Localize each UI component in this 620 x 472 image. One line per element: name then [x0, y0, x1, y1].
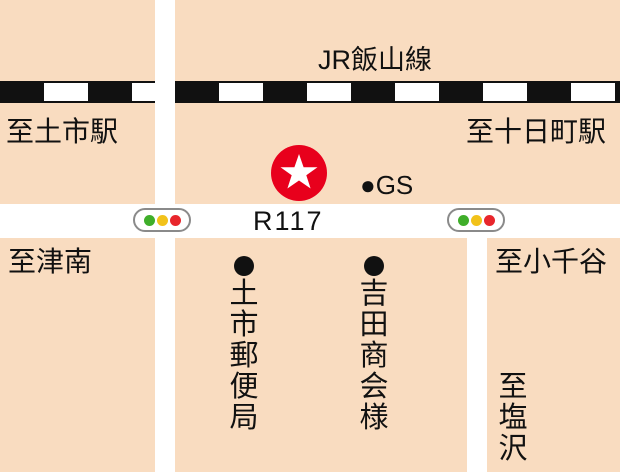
traffic-signal-icon-left	[133, 208, 191, 232]
direction-label-doichi-station: 至土市駅	[6, 116, 119, 147]
land-block-bottom-right	[487, 238, 620, 472]
direction-label-shiozawa: 至塩沢	[498, 371, 528, 465]
post-office-marker-icon	[234, 256, 254, 276]
direction-label-tsunan: 至津南	[8, 246, 93, 277]
gas-station-label: ●GS	[360, 170, 414, 200]
signal-lamp-yellow	[157, 215, 168, 226]
signal-lamp-green	[144, 215, 155, 226]
signal-lamp-red	[484, 215, 495, 226]
direction-label-tokamachi-station: 至十日町駅	[466, 116, 607, 147]
railway-track-right	[175, 81, 620, 103]
yoshida-shoten-label: 吉田商会様	[359, 278, 389, 434]
railway-track-left	[0, 81, 155, 103]
railway-label: JR飯山線	[318, 45, 432, 75]
yoshida-shoten-marker-icon	[364, 256, 384, 276]
red-star-icon	[271, 145, 327, 201]
signal-lamp-red	[170, 215, 181, 226]
signal-lamp-yellow	[471, 215, 482, 226]
post-office-label: 土市郵便局	[229, 278, 259, 434]
traffic-signal-icon-right	[447, 208, 505, 232]
road-label: R117	[253, 206, 324, 236]
land-block-bottom-middle	[175, 238, 467, 472]
direction-label-kochiya: 至小千谷	[495, 246, 608, 277]
signal-lamp-green	[458, 215, 469, 226]
red-star-icon-shape	[280, 154, 318, 189]
land-block-bottom-left	[0, 238, 155, 472]
